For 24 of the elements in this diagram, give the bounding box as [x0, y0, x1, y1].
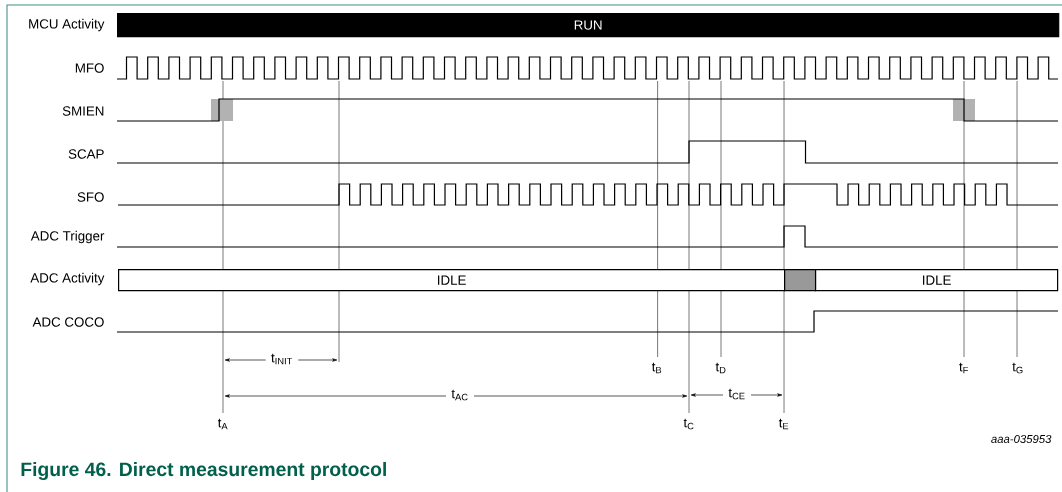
signal-label: SCAP — [68, 149, 104, 159]
figure-caption: Figure 46. Direct measurement protocol — [21, 461, 386, 481]
duration-label: t$_{CE}$ — [723, 387, 751, 401]
signal-label: MFO — [75, 63, 104, 73]
duration-label: t$_{AC}$ — [446, 388, 474, 402]
duration-label: t$_{INIT}$ — [265, 352, 299, 366]
signal-label: SFO — [77, 192, 104, 202]
signal-label: ADC COCO — [32, 317, 104, 327]
status-band: IDLE — [118, 269, 786, 292]
busy-block — [784, 269, 817, 292]
time-label: t$_{G}$ — [1012, 362, 1023, 374]
signal-label: SMIEN — [62, 106, 104, 116]
time-label: t$_{E}$ — [778, 418, 789, 430]
status-band: IDLE — [815, 269, 1059, 292]
time-label: t$_{C}$ — [683, 418, 694, 430]
status-band: RUN — [117, 13, 1060, 38]
time-label: t$_{D}$ — [715, 362, 726, 374]
signal-label: MCU Activity — [29, 18, 105, 32]
time-label: t$_{F}$ — [959, 362, 968, 374]
signal-label: ADC Trigger — [30, 230, 105, 244]
signal-label: ADC Activity — [30, 272, 105, 286]
time-label: t$_{A}$ — [217, 418, 228, 430]
figure-id: aaa-035953 — [991, 435, 1052, 443]
time-label: t$_{B}$ — [651, 362, 662, 374]
